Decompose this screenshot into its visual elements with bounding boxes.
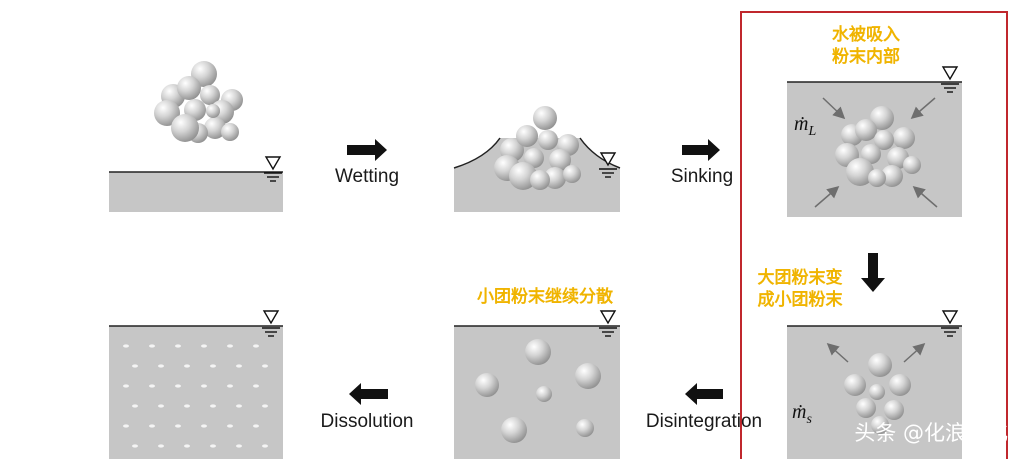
flow-rate-L: ṁL (794, 113, 816, 139)
stage-dissolved (109, 310, 283, 459)
arrow-disintegration: Disintegration (646, 383, 762, 432)
annotation-water-absorbed-1: 水被吸入 (832, 24, 900, 45)
dissolved-molecule (253, 384, 259, 388)
dissolved-molecule (201, 384, 207, 388)
flow-rate-s: ṁs (792, 401, 812, 427)
dissolved-molecule (158, 364, 164, 368)
stage-breakup: ṁs (787, 310, 962, 459)
water-pool (109, 326, 283, 459)
dissolved-molecule (210, 404, 216, 408)
dissolved-molecule (175, 424, 181, 428)
label-dissolution: Dissolution (321, 411, 414, 432)
water-level-symbol (941, 66, 959, 93)
arrow-sinking: Sinking (671, 139, 733, 187)
dissolved-molecule (184, 404, 190, 408)
dissolved-molecule (175, 344, 181, 348)
water-pool (109, 172, 283, 212)
dispersed-particles (475, 339, 601, 443)
dissolved-molecule (184, 364, 190, 368)
dissolved-molecule (227, 424, 233, 428)
dissolved-molecule (227, 384, 233, 388)
annotation-large-to-small-2: 成小团粉末 (758, 289, 844, 310)
dissolved-molecule (262, 444, 268, 448)
dissolved-molecule (262, 404, 268, 408)
arrow-dissolution: Dissolution (321, 383, 414, 432)
dissolved-molecule (123, 344, 129, 348)
dissolved-molecule (210, 444, 216, 448)
dissolved-molecule (227, 344, 233, 348)
dissolved-molecule (236, 364, 242, 368)
stage-wetting (453, 106, 621, 212)
outflow-arrows (826, 342, 926, 363)
powder-agglomerate (494, 106, 581, 190)
dissolved-molecule (253, 424, 259, 428)
dissolved-molecule (132, 444, 138, 448)
dissolved-molecule (149, 384, 155, 388)
inflow-arrows (814, 97, 938, 208)
stage-dry-powder (109, 61, 283, 212)
dissolved-molecule (201, 424, 207, 428)
label-sinking: Sinking (671, 166, 733, 187)
stage-water-absorption: 水被吸入 粉末内部 ṁL (787, 24, 962, 217)
water-level-symbol (599, 152, 617, 178)
dissolved-molecule (236, 444, 242, 448)
dissolved-molecule (210, 364, 216, 368)
water-meniscus (453, 137, 621, 169)
water-level-symbol (264, 156, 282, 182)
dissolved-molecule (184, 444, 190, 448)
dissolved-molecule (236, 404, 242, 408)
dissolved-molecule (149, 344, 155, 348)
dissolved-molecule (149, 424, 155, 428)
powder-agglomerate (835, 106, 921, 187)
water-level-symbol (599, 310, 617, 337)
stage-dispersion: 小团粉末继续分散 (454, 286, 620, 459)
dissolved-molecule (158, 444, 164, 448)
water-level-symbol (941, 310, 959, 337)
label-wetting: Wetting (335, 166, 399, 187)
label-disintegration: Disintegration (646, 411, 762, 432)
dissolved-molecule (123, 384, 129, 388)
watermark: 头条 @化浪说化 (854, 421, 1008, 445)
dissolved-molecules (123, 344, 268, 448)
dissolved-molecule (132, 364, 138, 368)
annotation-large-to-small-1: 大团粉末变 (758, 267, 843, 288)
dissolved-molecule (132, 404, 138, 408)
dissolved-molecule (175, 384, 181, 388)
powder-agglomerate (154, 61, 243, 143)
dissolved-molecule (158, 404, 164, 408)
dissolved-molecule (201, 344, 207, 348)
annotation-small-disperse: 小团粉末继续分散 (477, 286, 614, 307)
arrow-wetting: Wetting (335, 139, 399, 187)
dissolved-molecule (123, 424, 129, 428)
water-level-symbol (262, 310, 280, 337)
dissolved-molecule (262, 364, 268, 368)
highlight-box (740, 11, 1008, 459)
arrow-breakup (861, 253, 885, 292)
dissolved-molecule (253, 344, 259, 348)
annotation-water-absorbed-2: 粉末内部 (832, 46, 900, 67)
powder-fragments (844, 353, 911, 434)
